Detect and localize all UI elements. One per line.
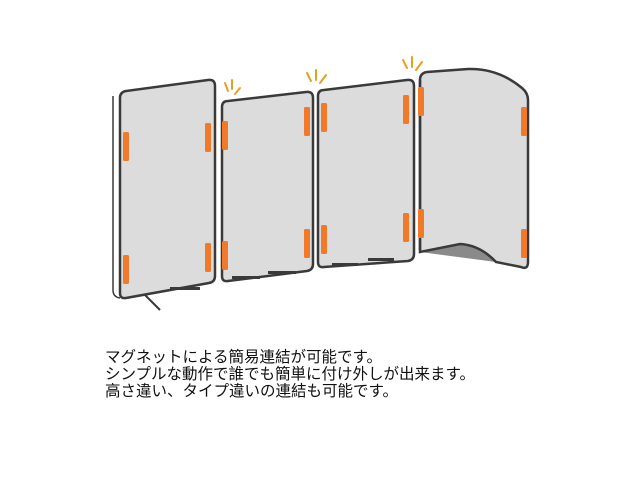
- partition-panel-icon: [112, 78, 217, 311]
- magnet-icon: [222, 107, 310, 270]
- spark-icon: [306, 69, 327, 84]
- caption-line-mixed-connection: 高さ違い、タイプ違いの連結も可能です。: [105, 382, 398, 400]
- partition-panel-icon: [220, 90, 315, 283]
- spark-icon: [402, 56, 423, 71]
- partition-panel-icon: [418, 67, 530, 270]
- magnet-icon: [418, 87, 527, 258]
- caption-line-magnet-connection: マグネットによる簡易連結が可能です。: [105, 348, 382, 366]
- magnet-icon: [321, 95, 409, 254]
- partition-panel-icon: [316, 78, 416, 269]
- feature-description: マグネットによる簡易連結が可能です。 シンプルな動作で誰でも簡単に付け外しが出来…: [105, 349, 625, 400]
- caption-line-easy-attach: シンプルな動作で誰でも簡単に付け外しが出来ます。: [105, 365, 475, 383]
- magnet-icon: [123, 123, 211, 284]
- partition-illustration: [112, 56, 530, 311]
- spark-icon: [224, 79, 241, 95]
